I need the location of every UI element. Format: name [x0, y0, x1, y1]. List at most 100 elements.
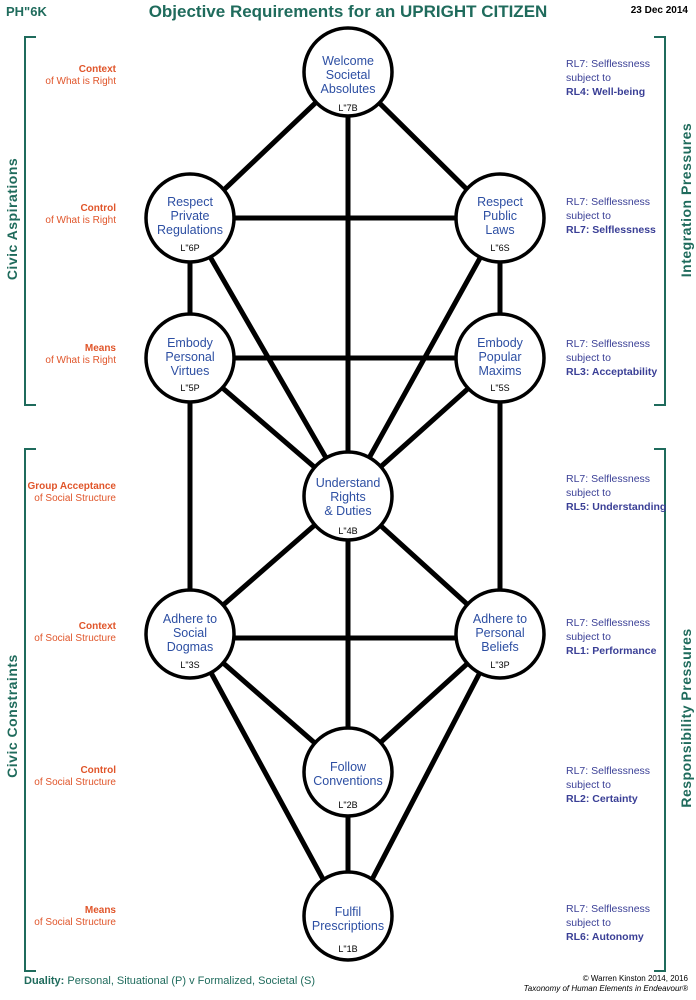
copyright-footer: © Warren Kinston 2014, 2016 Taxonomy of …	[524, 974, 688, 994]
left-label-sub: of Social Structure	[34, 777, 116, 788]
right-label-rl2: RL7: Selflessness subject to RL2: Certai…	[566, 764, 696, 806]
left-label-key: Context	[78, 621, 116, 632]
right-label-line1: RL7: Selflessness	[566, 58, 651, 70]
page-code: PH"6K	[6, 4, 47, 19]
left-label-sub: of Social Structure	[34, 493, 116, 504]
edge-3p-1b	[350, 631, 503, 919]
left-label-sub: of Social Structure	[34, 633, 116, 644]
civic-aspirations-bracket	[24, 36, 36, 406]
right-label-line2: subject to	[566, 210, 611, 222]
node-circle-7b	[302, 26, 394, 118]
left-label-control-structure: Control of Social Structure	[4, 765, 116, 789]
right-label-line2: subject to	[566, 631, 611, 643]
node-circle-5p	[144, 312, 236, 404]
right-label-level: RL2: Certainty	[566, 793, 638, 805]
node-line: Social	[172, 626, 208, 640]
node-adhere-personal-beliefs: Adhere to Personal Beliefs	[455, 612, 545, 654]
right-label-line2: subject to	[566, 917, 611, 929]
copyright-text: © Warren Kinston 2014, 2016	[582, 974, 688, 983]
node-line: Adhere to	[472, 612, 528, 626]
node-line: Conventions	[313, 774, 383, 788]
node-line: Adhere to	[162, 612, 218, 626]
node-code-3s: L"3S	[180, 660, 200, 670]
right-label-level: RL4: Well-being	[566, 86, 646, 98]
page-title: Objective Requirements for an UPRIGHT CI…	[148, 2, 548, 21]
node-circle-4b	[302, 450, 394, 542]
node-line: Regulations	[156, 223, 223, 237]
node-circle-5s	[454, 312, 546, 404]
left-label-key: Means	[84, 905, 116, 916]
right-label-rl6: RL7: Selflessness subject to RL6: Autono…	[566, 902, 696, 944]
node-code-4b: L"4B	[338, 526, 358, 536]
right-label-line1: RL7: Selflessness	[566, 903, 651, 915]
node-line: Respect	[167, 195, 213, 209]
right-label-rl7: RL7: Selflessness subject to RL7: Selfle…	[566, 195, 696, 237]
taxonomy-text: Taxonomy of Human Elements in Endeavour®	[523, 984, 688, 993]
node-circle-1b	[302, 870, 394, 962]
page-date: 23 Dec 2014	[630, 5, 688, 16]
right-label-line1: RL7: Selflessness	[566, 196, 651, 208]
node-code-6s: L"6S	[490, 243, 510, 253]
node-line: Prescriptions	[311, 919, 385, 933]
edge-3s-1b	[187, 631, 346, 919]
right-label-line1: RL7: Selflessness	[566, 617, 651, 629]
left-label-sub: of Social Structure	[34, 917, 116, 928]
node-code-7b: L"7B	[338, 103, 358, 113]
node-line: Respect	[477, 195, 523, 209]
node-line: Understand	[315, 476, 381, 490]
node-code-6p: L"6P	[180, 243, 200, 253]
right-label-line2: subject to	[566, 487, 611, 499]
node-embody-personal-virtues: Embody Personal Virtues	[145, 336, 235, 378]
node-line: Follow	[329, 760, 367, 774]
node-line: Laws	[485, 223, 515, 237]
right-label-line2: subject to	[566, 779, 611, 791]
node-line: Welcome	[322, 54, 374, 68]
node-line: Embody	[167, 336, 213, 350]
right-label-line2: subject to	[566, 72, 611, 84]
node-line: & Duties	[324, 504, 372, 518]
node-understand-rights-duties: Understand Rights & Duties	[303, 476, 393, 518]
right-label-rl5: RL7: Selflessness subject to RL5: Unders…	[566, 472, 696, 514]
right-label-line1: RL7: Selflessness	[566, 473, 651, 485]
right-label-rl3: RL7: Selflessness subject to RL3: Accept…	[566, 337, 696, 379]
duality-label: Duality:	[24, 975, 65, 987]
node-respect-private-regulations: Respect Private Regulations	[145, 195, 235, 237]
left-label-means-right: Means of What is Right	[4, 343, 116, 367]
duality-footer: Duality: Personal, Situational (P) v For…	[24, 975, 315, 987]
node-line: Rights	[330, 490, 366, 504]
node-embody-popular-maxims: Embody Popular Maxims	[455, 336, 545, 378]
civic-constraints-bracket	[24, 448, 36, 972]
node-circle-6s	[454, 172, 546, 264]
node-welcome-societal-absolutes: Welcome Societal Absolutes	[303, 54, 393, 96]
right-label-line2: subject to	[566, 352, 611, 364]
left-label-sub: of What is Right	[45, 76, 116, 87]
responsibility-pressures-bracket	[654, 448, 666, 972]
node-line: Personal	[165, 350, 215, 364]
node-code-5s: L"5S	[490, 383, 510, 393]
left-label-key: Context	[78, 64, 116, 75]
integration-pressures-bracket	[654, 36, 666, 406]
node-line: Public	[482, 209, 518, 223]
node-line: Absolutes	[320, 82, 376, 96]
left-label-key: Means	[84, 343, 116, 354]
right-label-rl4: RL7: Selflessness subject to RL4: Well-b…	[566, 57, 696, 99]
left-label-context-right: Context of What is Right	[4, 64, 116, 88]
right-label-level: RL1: Performance	[566, 645, 657, 657]
left-label-group-acceptance: Group Acceptance of Social Structure	[16, 481, 116, 505]
node-code-1b: L"1B	[338, 944, 358, 954]
node-adhere-social-dogmas: Adhere to Social Dogmas	[145, 612, 235, 654]
duality-text: Personal, Situational (P) v Formalized, …	[67, 975, 316, 987]
node-line: Virtues	[170, 364, 210, 378]
node-fulfil-prescriptions: Fulfil Prescriptions	[298, 905, 398, 933]
right-label-level: RL3: Acceptability	[566, 366, 658, 378]
node-line: Private	[170, 209, 210, 223]
node-line: Societal	[325, 68, 371, 82]
node-circle-6p	[144, 172, 236, 264]
node-line: Embody	[477, 336, 523, 350]
node-line: Beliefs	[481, 640, 519, 654]
left-label-context-structure: Context of Social Structure	[4, 621, 116, 645]
node-line: Maxims	[478, 364, 522, 378]
node-line: Personal	[475, 626, 525, 640]
left-label-means-structure: Means of Social Structure	[4, 905, 116, 929]
